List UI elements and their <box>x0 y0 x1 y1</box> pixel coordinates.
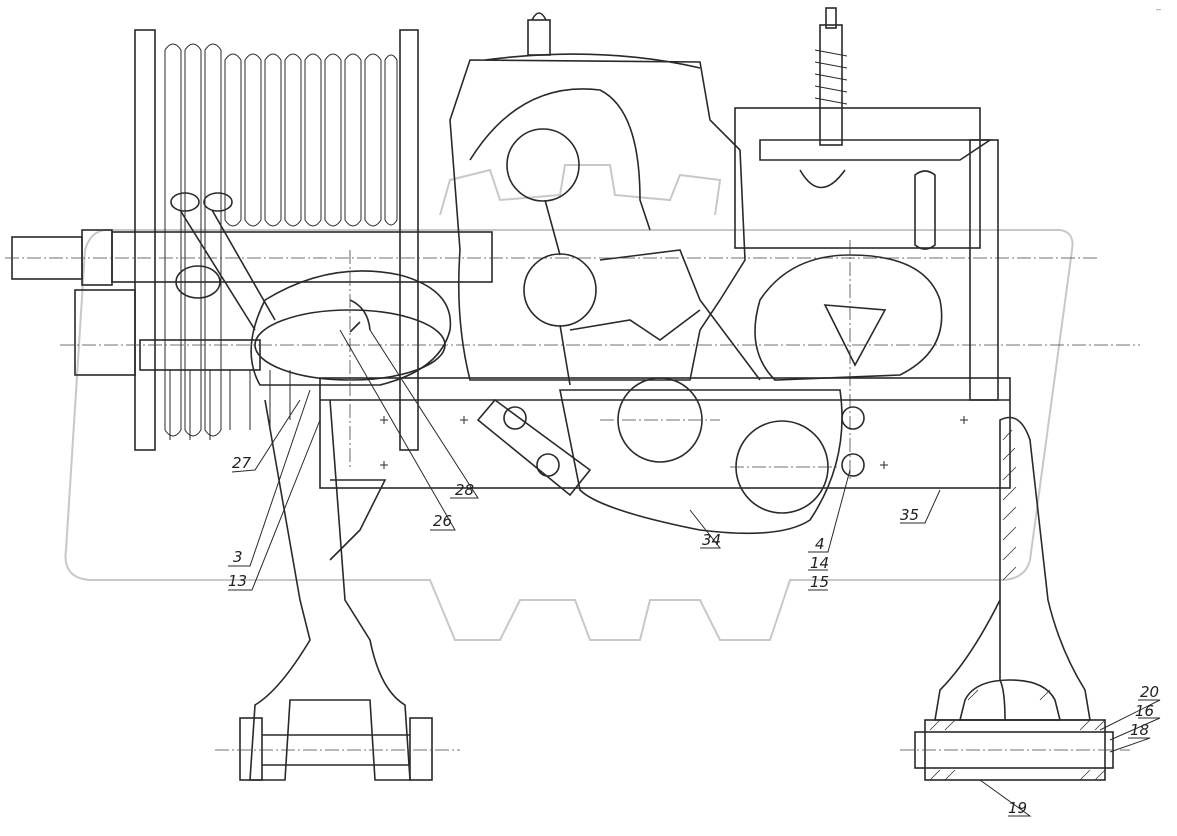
label-19: 19 <box>1008 799 1027 817</box>
label-20: 20 <box>1140 683 1159 701</box>
lower-gear-housing <box>559 377 843 535</box>
corner-mark: -- <box>1156 6 1162 14</box>
leader-lines <box>228 329 1161 817</box>
right-support-leg <box>900 416 1130 781</box>
label-27: 27 <box>232 454 252 472</box>
brake-assembly <box>734 7 999 401</box>
label-4: 4 <box>815 535 825 553</box>
label-26: 26 <box>433 512 452 530</box>
label-15: 15 <box>810 573 829 591</box>
label-34: 34 <box>702 531 721 549</box>
right-brake-disc <box>754 240 943 480</box>
label-13: 13 <box>228 572 247 590</box>
cable-drum <box>134 29 419 451</box>
label-14: 14 <box>810 554 829 572</box>
label-16: 16 <box>1135 702 1154 720</box>
label-3: 3 <box>233 548 243 566</box>
label-35: 35 <box>900 506 919 524</box>
frame <box>319 377 1011 497</box>
label-18: 18 <box>1130 721 1149 739</box>
lubricator-cups <box>170 192 276 331</box>
label-28: 28 <box>455 481 474 499</box>
watermark-gear <box>64 164 1074 641</box>
part-labels: 27 28 26 3 13 34 4 14 15 35 20 16 18 19 … <box>228 6 1162 817</box>
left-brake-disc <box>250 250 452 470</box>
left-support-leg <box>215 399 460 781</box>
gearbox-housing <box>449 12 761 386</box>
